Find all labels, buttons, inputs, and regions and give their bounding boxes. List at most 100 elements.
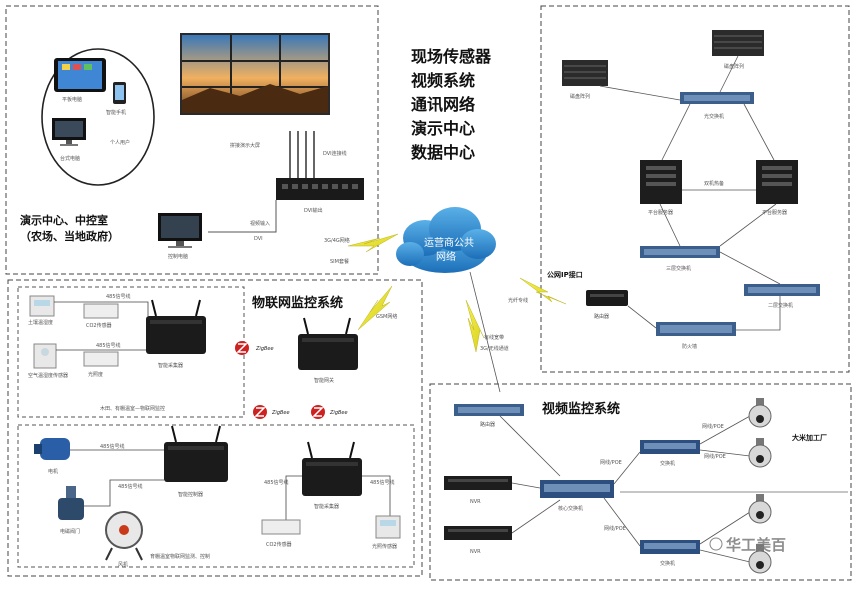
collector2-label: 智能采集器 (314, 503, 339, 510)
server-tower-icon (756, 160, 798, 204)
firewall-icon (656, 322, 736, 336)
dome-camera-icon (748, 544, 772, 574)
desktop-icon (52, 118, 86, 146)
title-line-1: 现场传感器 (411, 47, 492, 66)
smart-gateway-icon (298, 317, 358, 370)
demo-center-heading-1: 演示中心、中控室 (20, 213, 108, 227)
video-router-label: 路由器 (480, 421, 495, 428)
link-wireless-label: 3G/4G网络 (324, 237, 350, 244)
dvi-line-label: DVI连接线 (323, 150, 347, 157)
cloud-label-1: 运营商公共 (424, 236, 474, 249)
tablet-icon (54, 58, 106, 92)
zigbee-label-2: ZigBee (271, 410, 290, 416)
control-pc-label: 控制电脑 (168, 253, 188, 260)
nvr-icon (444, 476, 512, 490)
nvr-icon (444, 526, 512, 540)
switch-to-server-left (661, 103, 691, 161)
collector-label: 智能采集器 (158, 362, 183, 369)
nvr2-to-core (511, 499, 561, 534)
firewall-label: 防火墙 (682, 343, 697, 350)
video-input-label: 视频输入 (250, 220, 270, 227)
storage-left-label: 磁盘阵列 (570, 93, 590, 100)
video-region (429, 383, 852, 581)
switch2-to-firewall (719, 251, 781, 285)
video-wall-label: 拼接演示大屏 (230, 142, 260, 149)
switch3-to-firewall (736, 296, 781, 331)
signal-line-5: 485信号线 (264, 479, 289, 486)
sensor-device-icon (375, 515, 401, 539)
zigbee-label-3: ZigBee (329, 410, 348, 416)
desktop-label: 台式电脑 (60, 155, 80, 162)
valve-label: 电磁阀门 (60, 528, 80, 535)
demo-center-region (5, 5, 379, 275)
core-switch-icon (540, 480, 614, 498)
link-fiber-label: 光纤专线 (508, 297, 528, 304)
nvr1-label: NVR (470, 499, 481, 505)
valve-icon (58, 486, 84, 520)
iot-subbox-1-caption: 木田、有棚温室—物联网监控 (100, 405, 165, 412)
storage-right-label: 磁盘阵列 (724, 63, 744, 70)
server-right-label: 平台服务器 (762, 209, 787, 216)
dvi-out-label: DVI输出 (304, 207, 323, 214)
smart-collector-icon (146, 299, 206, 354)
video-router-icon (454, 404, 524, 416)
control-pc-link (208, 200, 277, 233)
title-line-4: 演示中心 (411, 119, 475, 138)
watermark: 华工美百 (709, 536, 786, 554)
sensor-b-label: CO2传感器 (86, 322, 112, 329)
signal-line-4: 485信号线 (118, 483, 143, 490)
link-gsm-label: GSM网络 (376, 313, 397, 320)
sensor-device-icon (83, 351, 119, 367)
phone-label: 智能手机 (106, 109, 126, 116)
public-ip-label: 公网IP接口 (547, 270, 583, 279)
storage-array-icon (712, 30, 764, 56)
core-switch-label: 光交换机 (704, 113, 724, 120)
nvr2-label: NVR (470, 549, 481, 555)
server-left-down (659, 203, 681, 247)
fan-icon (105, 511, 143, 561)
zigbee-icon (253, 405, 267, 419)
fan-label: 风机 (118, 561, 128, 568)
carrier-cloud-icon (396, 207, 496, 273)
video-processor-icon (276, 178, 364, 200)
nvr1-to-core (511, 482, 541, 489)
dome-camera-icon (748, 494, 772, 524)
poe-switch-icon (640, 440, 700, 454)
server-right-down (719, 203, 777, 247)
router-label: 路由器 (594, 313, 609, 320)
signal-line-3: 485信号线 (100, 443, 125, 450)
router-to-core (499, 415, 561, 477)
video-heading: 视频监控系统 (542, 401, 620, 417)
firewall-to-router (627, 305, 657, 329)
sensor-device-icon (29, 295, 55, 317)
lightning-bolt-icon (347, 233, 399, 253)
sensor-c-label: 空气温湿度传感器 (28, 372, 68, 379)
valve-link (84, 479, 164, 507)
title-line-5: 数据中心 (411, 143, 475, 162)
collector2-link-left (285, 475, 302, 520)
cloud-to-router-link (469, 271, 501, 393)
sensor-link-1 (54, 301, 149, 316)
router-icon (586, 290, 628, 306)
tablet-label: 平板电脑 (62, 96, 82, 103)
signal-line-2: 485信号线 (96, 342, 121, 349)
control-pc-icon (158, 213, 202, 248)
controller-label: 智能控制器 (178, 491, 203, 498)
switch3-label: 二层交换机 (768, 302, 793, 309)
collector2-link-right (362, 475, 391, 516)
switch2-label: 三层交换机 (666, 265, 691, 272)
sensor-d-label: 光照度 (88, 371, 103, 378)
switch-to-server-right (743, 103, 775, 161)
cloud-label-2: 网络 (436, 250, 456, 263)
cable-label-4: 网线/POE (704, 453, 726, 460)
dome-camera-icon (748, 438, 772, 468)
sensor-device-icon (33, 343, 57, 369)
hotbackup-label: 双机热备 (704, 180, 724, 187)
video-core-switch-label: 核心交换机 (558, 505, 583, 512)
watermark-text: 华工美百 (726, 536, 786, 554)
motor-icon (34, 438, 70, 460)
lightning-bolt-icon (519, 277, 567, 305)
signal-line-1: 485信号线 (106, 293, 131, 300)
poe-cable-3 (699, 511, 751, 545)
core-to-switch-top (613, 451, 641, 485)
